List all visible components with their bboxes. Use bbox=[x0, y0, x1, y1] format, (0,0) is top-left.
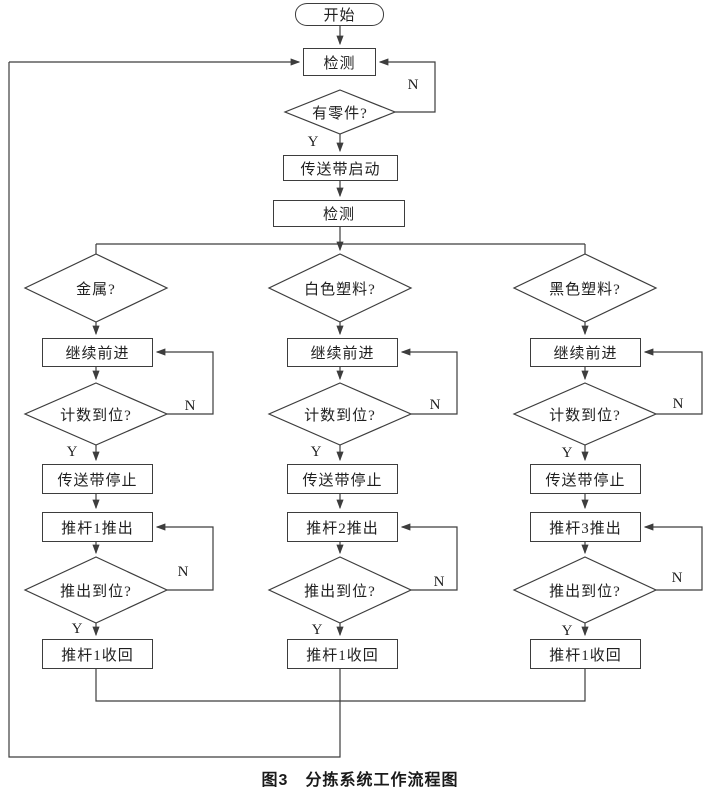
conveyor-start-box: 传送带启动 bbox=[283, 155, 398, 181]
detect2-box: 检测 bbox=[273, 200, 405, 227]
push-box-col2: 推杆2推出 bbox=[287, 512, 398, 542]
white-plastic-diamond bbox=[267, 253, 413, 323]
push-box-col1: 推杆1推出 bbox=[42, 512, 153, 542]
detect-box: 检测 bbox=[303, 48, 376, 76]
no-label-count-col3: N bbox=[672, 395, 684, 412]
pushed-diamond-col3 bbox=[512, 556, 658, 624]
retract-box-col2: 推杆1收回 bbox=[287, 639, 398, 669]
stop-box-col3: 传送带停止 bbox=[530, 464, 641, 494]
forward-box-col1: 继续前进 bbox=[42, 338, 153, 367]
start-terminator: 开始 bbox=[295, 3, 384, 26]
stop-box-col2: 传送带停止 bbox=[287, 464, 398, 494]
figure-caption: 图3 分拣系统工作流程图 bbox=[261, 772, 459, 789]
yes-label-pushed-col3: Y bbox=[561, 622, 573, 639]
pushed-diamond-col2 bbox=[267, 556, 413, 624]
count-label-col1: 计数到位? bbox=[60, 407, 132, 424]
yes-label-count-col1: Y bbox=[66, 443, 78, 460]
yes-label-pushed-col1: Y bbox=[71, 620, 83, 637]
count-diamond-col2 bbox=[267, 382, 413, 446]
no-label-count-col2: N bbox=[429, 396, 441, 413]
no-label-count-col1: N bbox=[184, 397, 196, 414]
branch-label-white-plastic: 白色塑料? bbox=[304, 281, 376, 298]
forward-box-col3: 继续前进 bbox=[530, 338, 641, 367]
no-label-pushed-col2: N bbox=[433, 573, 445, 590]
black-plastic-diamond bbox=[512, 253, 658, 323]
yes-label-count-col3: Y bbox=[561, 444, 573, 461]
pushed-label-col3: 推出到位? bbox=[549, 583, 621, 600]
no-label-pushed-col3: N bbox=[671, 569, 683, 586]
decision-diamonds bbox=[23, 89, 658, 624]
no-label-top: N bbox=[407, 76, 419, 93]
count-diamond-col3 bbox=[512, 382, 658, 446]
yes-label-top: Y bbox=[307, 133, 319, 150]
branch-label-metal: 金属? bbox=[76, 281, 116, 298]
pushed-diamond-col1 bbox=[23, 556, 169, 624]
plain-lines bbox=[8, 62, 586, 758]
count-label-col2: 计数到位? bbox=[304, 407, 376, 424]
branch-label-black-plastic: 黑色塑料? bbox=[549, 281, 621, 298]
yes-label-count-col2: Y bbox=[310, 443, 322, 460]
has-part-label: 有零件? bbox=[312, 105, 368, 122]
metal-diamond bbox=[23, 253, 169, 323]
pushed-label-col1: 推出到位? bbox=[60, 583, 132, 600]
push-box-col3: 推杆3推出 bbox=[530, 512, 641, 542]
retract-box-col3: 推杆1收回 bbox=[530, 639, 641, 669]
arrow-lines bbox=[9, 26, 703, 637]
forward-box-col2: 继续前进 bbox=[287, 338, 398, 367]
no-label-pushed-col1: N bbox=[177, 563, 189, 580]
stop-box-col1: 传送带停止 bbox=[42, 464, 153, 494]
has-part-diamond bbox=[283, 89, 397, 135]
yes-label-pushed-col2: Y bbox=[311, 621, 323, 638]
count-label-col3: 计数到位? bbox=[549, 407, 621, 424]
pushed-label-col2: 推出到位? bbox=[304, 583, 376, 600]
retract-box-col1: 推杆1收回 bbox=[42, 639, 153, 669]
count-diamond-col1 bbox=[23, 382, 169, 446]
